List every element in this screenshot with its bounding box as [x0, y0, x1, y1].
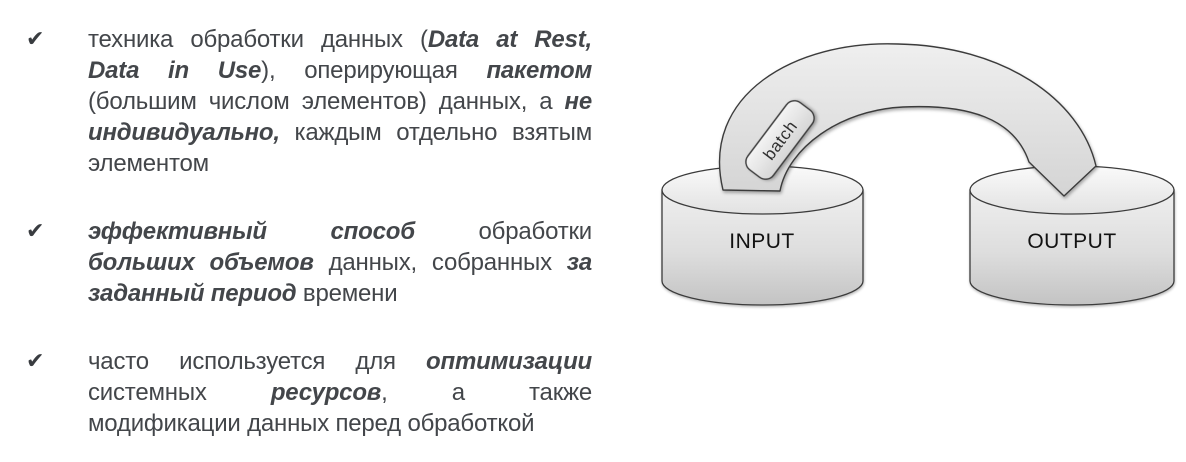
batch-flow-arrow — [718, 43, 1097, 197]
input-cylinder-label: INPUT — [729, 230, 795, 253]
bullet-text-line: Data in Use), оперирующая пакетом — [88, 57, 592, 84]
bullet-text-line: больших объемов данных, собранных за — [88, 249, 592, 276]
bullet-text: техника обработки данных (Data at Rest, D… — [88, 24, 592, 179]
bullet-text-line: (большим числом элементов) данных, а не — [88, 88, 592, 115]
bullet-text-line: модификации данных перед обработкой — [88, 410, 535, 437]
bullet-text: часто используется для оптимизации систем… — [88, 346, 592, 439]
output-cylinder — [969, 165, 1175, 306]
bullet-text-line: эффективный способ обработки — [88, 218, 592, 245]
checkmark-icon: ✔ — [26, 27, 45, 52]
bullet-item: ✔ техника обработки данных (Data at Rest,… — [26, 24, 592, 179]
input-cylinder-body — [661, 189, 864, 306]
output-cylinder-body — [969, 189, 1175, 306]
bullet-text-line: элементом — [88, 150, 209, 177]
bullet-item: ✔ эффективный способ обработки больших объ… — [26, 216, 592, 309]
bullet-text: эффективный способ обработки больших объе… — [88, 216, 592, 309]
checkmark-icon: ✔ — [26, 219, 45, 244]
output-cylinder-label: OUTPUT — [1027, 230, 1116, 253]
bullet-text-line: системных ресурсов, а также — [88, 379, 592, 406]
bullet-text-line: техника обработки данных (Data at Rest, — [88, 26, 592, 53]
bullet-text-line: индивидуально, каждым отдельно взятым — [88, 119, 592, 146]
bullet-item: ✔ часто используется для оптимизации систе… — [26, 346, 592, 439]
batch-processing-diagram: batch INPUT OUTPUT — [661, 43, 1175, 306]
bullet-text-line: заданный период времени — [88, 280, 398, 307]
bullet-text-line: часто используется для оптимизации — [88, 348, 592, 375]
checkmark-icon: ✔ — [26, 349, 45, 374]
